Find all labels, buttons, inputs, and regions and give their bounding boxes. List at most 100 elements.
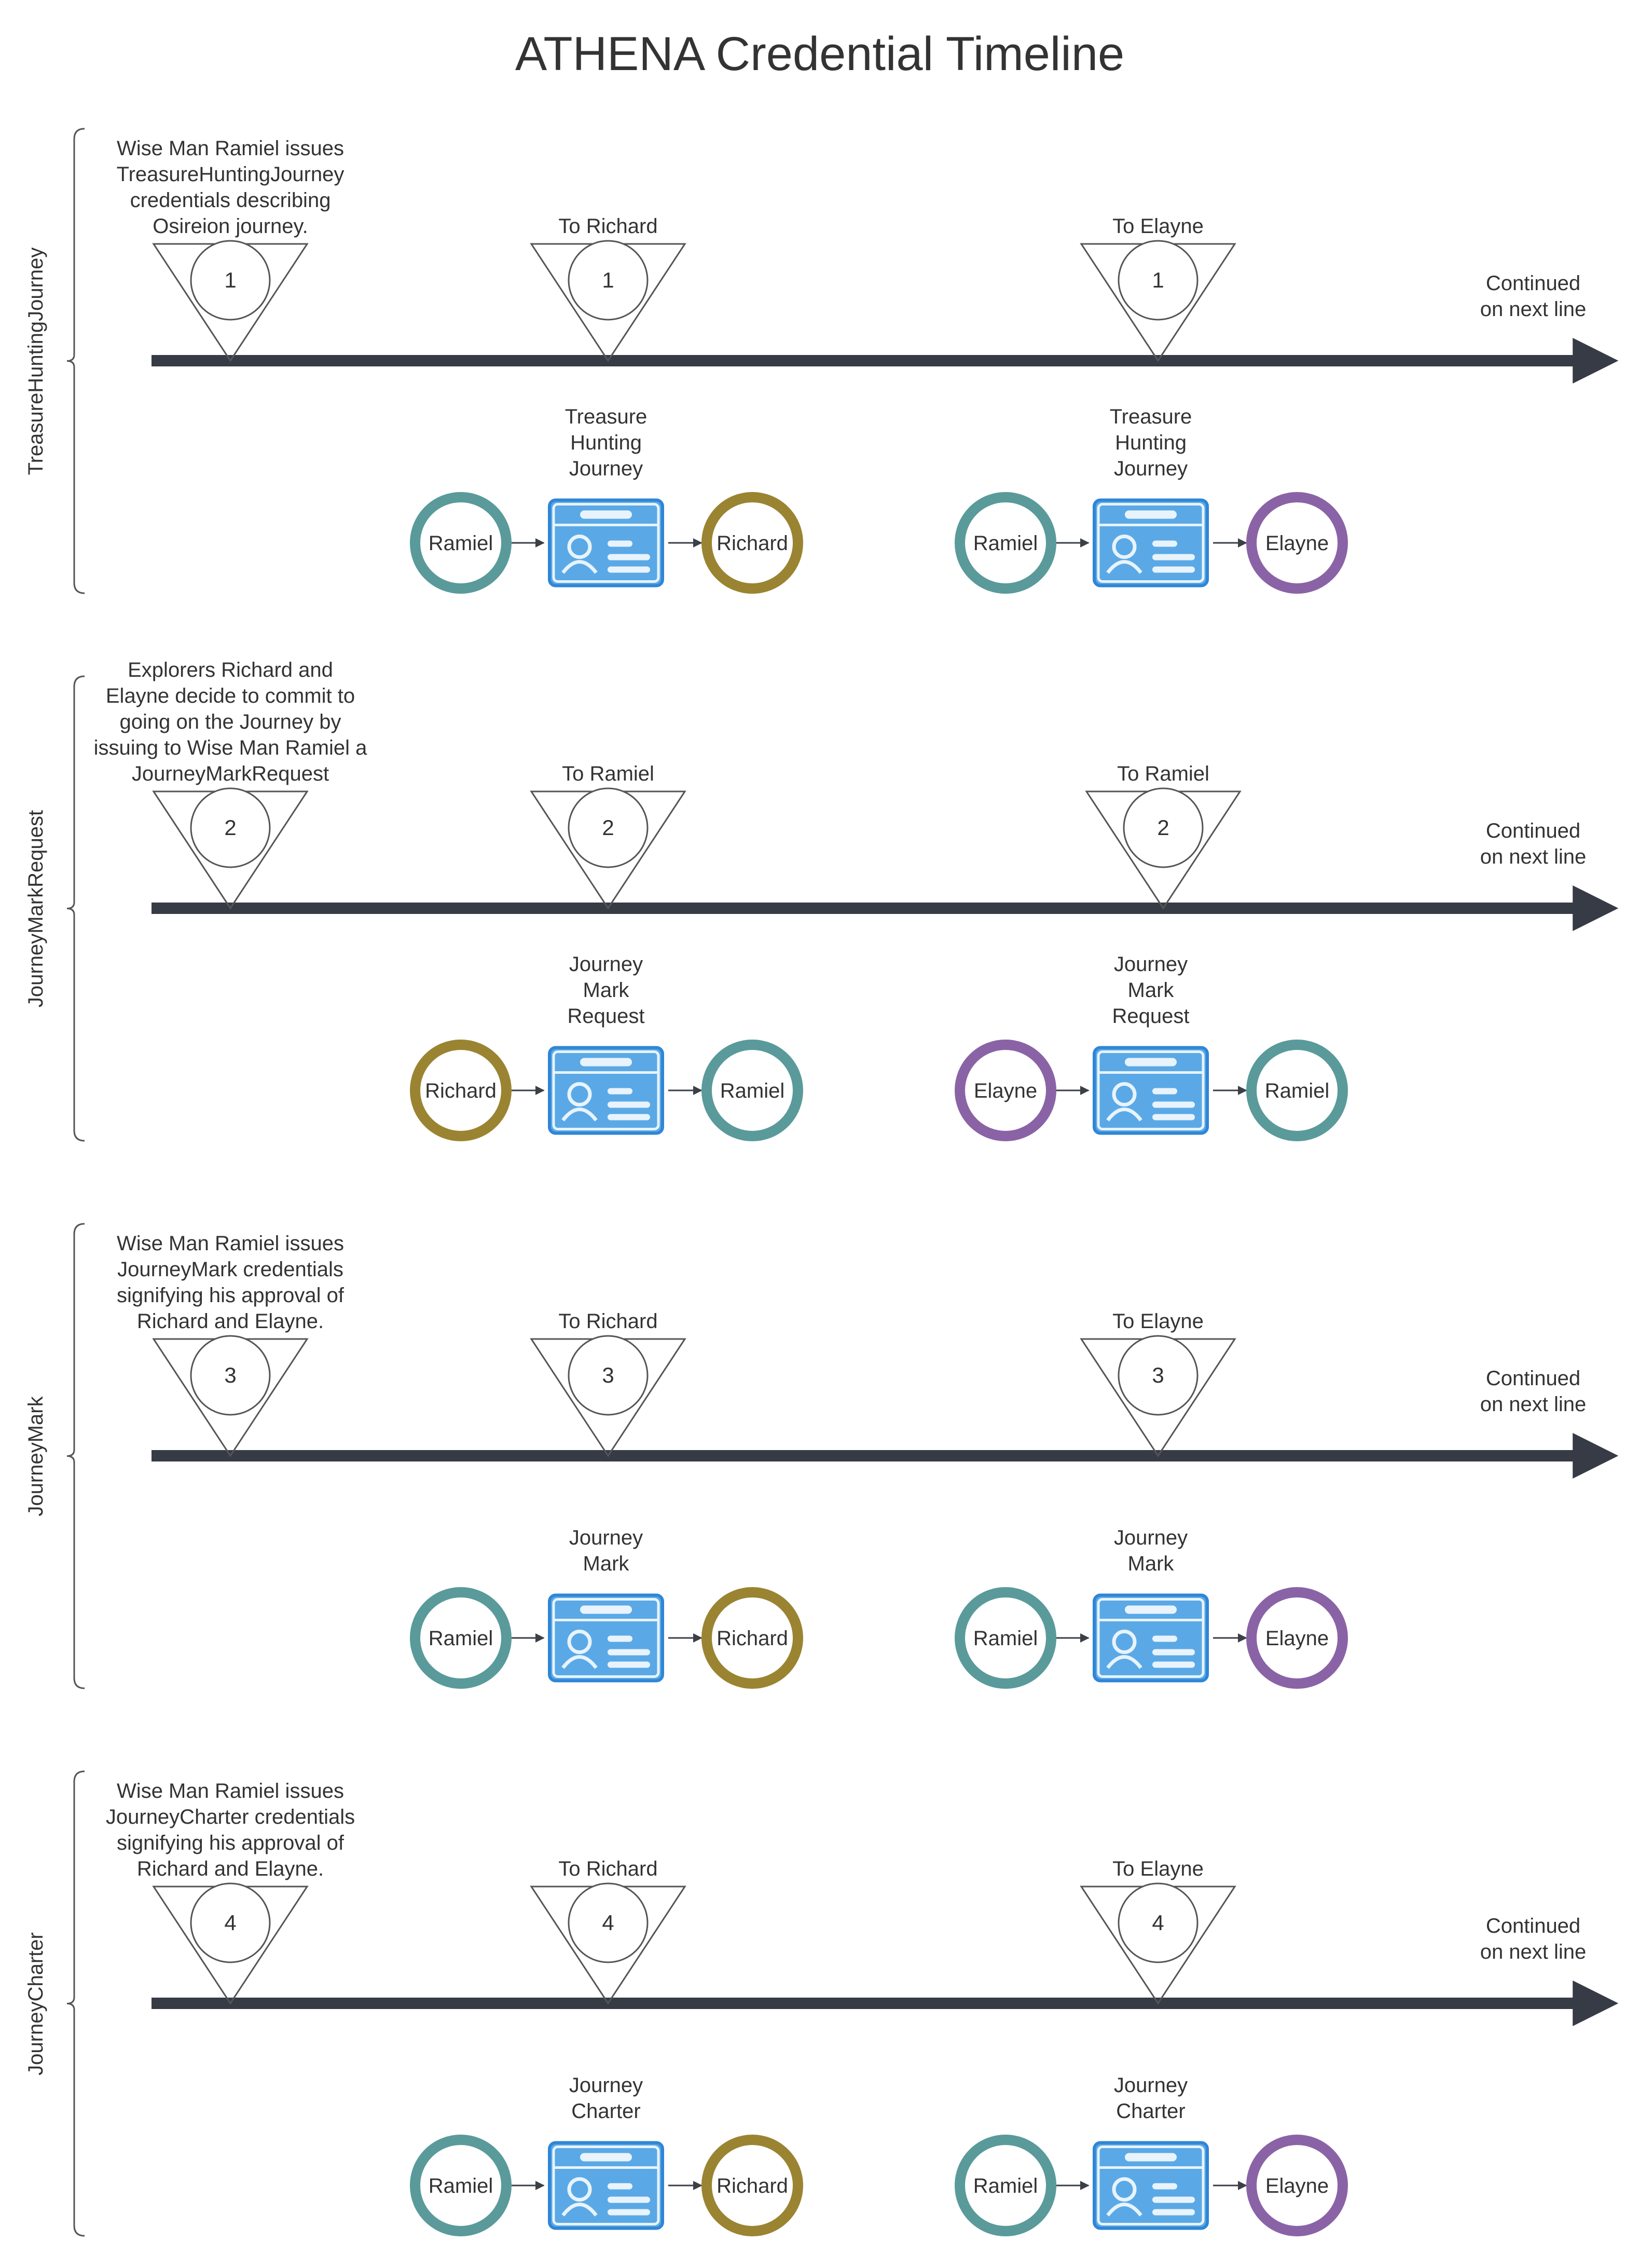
brace-icon xyxy=(66,128,85,594)
step-circle xyxy=(1118,240,1199,321)
card-line xyxy=(1152,1088,1177,1095)
card-line xyxy=(1152,566,1195,573)
credential-card-icon xyxy=(1093,1593,1209,1683)
card-avatar-body xyxy=(561,1108,598,1122)
person-ring xyxy=(955,1587,1056,1689)
triangle-marker-icon: 1 xyxy=(152,240,309,362)
card-line xyxy=(608,554,650,561)
card-body xyxy=(1093,1046,1209,1135)
person-name: Ramiel xyxy=(429,2175,493,2197)
credential-label: Journey xyxy=(569,1526,643,1549)
card-avatar-head xyxy=(567,1082,592,1106)
card-line xyxy=(608,566,650,573)
credential-card-icon xyxy=(548,2141,664,2230)
continued-note: Continued xyxy=(1486,1367,1580,1390)
step-circle xyxy=(1118,1882,1199,1963)
card-title-bar xyxy=(580,1058,632,1067)
card-avatar-head xyxy=(1112,1082,1137,1106)
person-ramiel: Ramiel xyxy=(955,492,1056,594)
credential-label: Journey xyxy=(1114,1526,1188,1549)
card-inner xyxy=(552,1598,660,1678)
continued-note: Continued xyxy=(1486,1915,1580,1937)
person-name: Richard xyxy=(717,1627,788,1650)
marker-label: To Richard xyxy=(558,215,657,238)
step-circle xyxy=(190,240,271,321)
card-title-bar xyxy=(1125,1605,1177,1614)
continued-note: Continued xyxy=(1486,272,1580,295)
card-avatar-head xyxy=(1112,1630,1137,1654)
card-line xyxy=(1152,540,1177,547)
step-circle xyxy=(568,1882,649,1963)
card-avatar-head xyxy=(567,2177,592,2202)
marker-label: To Richard xyxy=(558,1857,657,1880)
card-body xyxy=(1093,2141,1209,2230)
person-elayne: Elayne xyxy=(1246,1587,1348,1689)
section-label: JourneyCharter xyxy=(24,1932,47,2075)
credential-label: Journey xyxy=(1114,953,1188,976)
card-line xyxy=(608,1114,650,1121)
person-ring xyxy=(701,1587,803,1689)
person-ramiel: Ramiel xyxy=(1246,1040,1348,1141)
card-avatar-head xyxy=(567,1630,592,1654)
card-inner xyxy=(1097,2146,1205,2225)
credential-card-icon xyxy=(548,1593,664,1683)
credential-label: Hunting xyxy=(570,431,642,454)
person-ring xyxy=(955,492,1056,594)
continued-note: Continued xyxy=(1486,819,1580,842)
credential-label: Request xyxy=(568,1005,645,1028)
person-ring xyxy=(701,1040,803,1141)
step-number: 1 xyxy=(224,268,236,292)
step-number: 4 xyxy=(1152,1910,1164,1935)
person-ring xyxy=(1246,2135,1348,2236)
person-name: Ramiel xyxy=(973,2175,1038,2197)
person-richard: Richard xyxy=(701,1587,803,1689)
person-richard: Richard xyxy=(701,2135,803,2236)
card-avatar-body xyxy=(561,2203,598,2217)
card-line xyxy=(1152,1635,1177,1642)
credential-label: Journey xyxy=(569,2074,643,2097)
marker-label: To Elayne xyxy=(1112,1310,1204,1333)
triangle-marker-icon: 2 xyxy=(1085,787,1242,910)
person-ring xyxy=(955,1040,1056,1141)
person-ramiel: Ramiel xyxy=(955,2135,1056,2236)
credential-card-icon xyxy=(548,498,664,588)
person-name: Elayne xyxy=(1265,1627,1329,1650)
person-name: Ramiel xyxy=(429,532,493,555)
section-label: TreasureHuntingJourney xyxy=(24,248,47,475)
person-ring xyxy=(701,492,803,594)
triangle-marker-icon: 4 xyxy=(152,1882,309,2005)
triangle-marker-icon: 3 xyxy=(152,1335,309,1457)
step-description: JourneyMark credentials xyxy=(117,1258,343,1281)
step-description: Richard and Elayne. xyxy=(137,1857,324,1880)
person-name: Richard xyxy=(717,532,788,555)
person-name: Ramiel xyxy=(973,532,1038,555)
triangle-marker-icon: 4 xyxy=(1080,1882,1236,2005)
person-ring xyxy=(410,492,512,594)
person-ring xyxy=(1246,1587,1348,1689)
step-description: going on the Journey by xyxy=(120,711,341,733)
card-avatar-head xyxy=(1112,535,1137,559)
person-ramiel: Ramiel xyxy=(410,1587,512,1689)
person-ramiel: Ramiel xyxy=(701,1040,803,1141)
card-body xyxy=(548,498,664,588)
brace-icon xyxy=(66,675,85,1142)
step-number: 2 xyxy=(1157,815,1169,840)
step-description: TreasureHuntingJourney xyxy=(117,163,345,186)
step-number: 2 xyxy=(602,815,614,840)
card-body xyxy=(548,1593,664,1683)
person-elayne: Elayne xyxy=(955,1040,1056,1141)
step-description: Osireion journey. xyxy=(153,215,308,238)
step-description: signifying his approval of xyxy=(117,1284,345,1307)
step-circle xyxy=(568,787,649,868)
triangle-marker-icon: 4 xyxy=(530,1882,686,2005)
person-elayne: Elayne xyxy=(1246,2135,1348,2236)
credential-card-icon xyxy=(548,1046,664,1135)
